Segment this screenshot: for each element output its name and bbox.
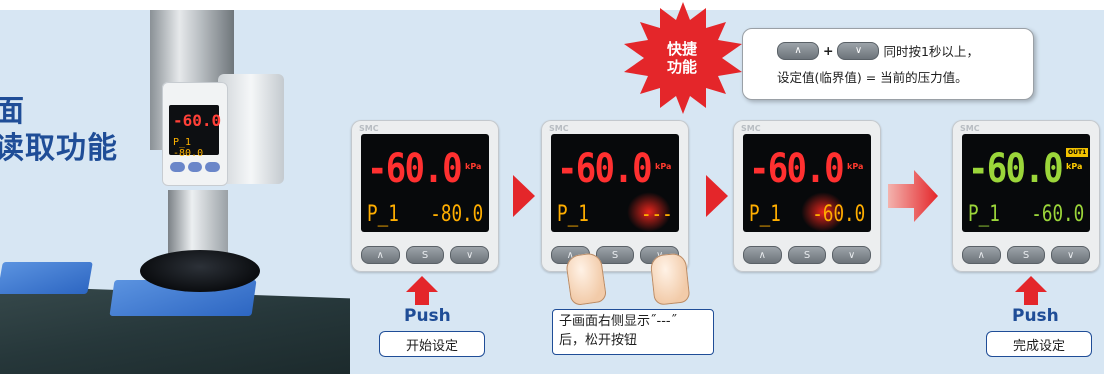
start-setting-label: 开始设定: [379, 331, 485, 357]
pressure-unit: kPa: [847, 162, 864, 171]
display-device-step1: SMC -60.0 kPa P_1 -80.0 ∧ S ∨: [351, 120, 499, 272]
suction-stem: [168, 190, 228, 260]
lcd-screen: -60.0 kPa P_1 -60.0: [743, 134, 871, 232]
up-button-icon: ∧: [777, 41, 819, 60]
set-button[interactable]: S: [405, 246, 445, 264]
sub-screen-value: -60.0: [1031, 202, 1084, 227]
step-arrow-2: [706, 175, 728, 217]
start-setting-text: 开始设定: [405, 338, 458, 354]
shortcut-desc-line2: 设定值(临界值) = 当前的压力值。: [777, 70, 968, 85]
feature-title-line2: 读取功能: [0, 131, 118, 166]
brand-logo: SMC: [741, 124, 761, 133]
blink-glow: [801, 192, 845, 232]
push-arrow-icon: [406, 276, 438, 292]
up-button[interactable]: ∧: [743, 246, 782, 264]
main-pressure-value: -60.0: [749, 146, 845, 192]
shortcut-badge: 快捷 功能: [652, 40, 712, 76]
output-indicator-badge: OUT1: [1066, 148, 1089, 157]
down-button[interactable]: ∨: [1051, 246, 1091, 264]
display-device-step3: SMC -60.0 kPa P_1 -60.0 ∧ S ∨: [733, 120, 881, 272]
device-buttons: ∧ S ∨: [743, 246, 872, 264]
sub-screen-value: ---: [641, 202, 673, 227]
main-pressure-value: -60.0: [557, 146, 653, 192]
shortcut-badge-line2: 功能: [666, 58, 697, 76]
finger-press-down-icon: [649, 252, 691, 306]
display-device-step4: SMC -60.0 OUT1 kPa P_1 -60.0 ∧ S ∨: [952, 120, 1100, 272]
result-arrow-icon: [888, 170, 938, 222]
shortcut-desc-line1: 同时按1秒以上，: [883, 44, 979, 59]
brand-logo: SMC: [549, 124, 569, 133]
main-pressure-value: -60.0: [367, 146, 463, 192]
main-pressure-value: -60.0: [968, 146, 1064, 192]
display-device-step2: SMC -60.0 kPa P_1 --- ∧ S ∨: [541, 120, 689, 272]
plus-sign: +: [823, 43, 834, 58]
pressure-unit: kPa: [655, 162, 672, 171]
sub-screen-label: P_1: [557, 202, 589, 227]
push-arrow-icon: [1015, 276, 1047, 292]
blink-glow: [627, 192, 671, 232]
suction-cup: [140, 250, 260, 292]
sub-screen-label: P_1: [367, 202, 399, 227]
finish-setting-text: 完成设定: [1012, 338, 1065, 354]
lcd-screen: -60.0 OUT1 kPa P_1 -60.0: [962, 134, 1090, 232]
shortcut-burst-icon: [624, 2, 742, 114]
sensor-mini-buttons: [170, 162, 221, 172]
device-buttons: ∧ S ∨: [962, 246, 1091, 264]
mini-main-value: -60.0: [173, 111, 222, 130]
mini-sub-value: P_1 -80.0: [173, 137, 204, 159]
shortcut-instruction-row: ∧ + ∨ 同时按1秒以上，: [777, 41, 979, 60]
release-note-line2: 后，松开按钮: [559, 333, 638, 348]
sensor-mini-screen: -60.0 P_1 -80.0: [169, 105, 222, 159]
shortcut-callout: ∧ + ∨ 同时按1秒以上， 设定值(临界值) = 当前的压力值。: [742, 28, 1034, 100]
push-arrow-stem: [1024, 291, 1038, 305]
brand-logo: SMC: [359, 124, 379, 133]
shortcut-badge-line1: 快捷: [666, 40, 697, 58]
up-button[interactable]: ∧: [361, 246, 400, 264]
pressure-unit: kPa: [1066, 162, 1083, 171]
set-button[interactable]: S: [1006, 246, 1046, 264]
push-label-start: Push: [404, 306, 451, 326]
up-button[interactable]: ∧: [962, 246, 1001, 264]
finish-setting-label: 完成设定: [986, 331, 1092, 357]
lcd-screen: -60.0 kPa P_1 -80.0: [361, 134, 489, 232]
device-buttons: ∧ S ∨: [361, 246, 490, 264]
down-button-icon: ∨: [837, 41, 880, 60]
push-label-finish: Push: [1012, 306, 1059, 326]
sub-screen-label: P_1: [968, 202, 1000, 227]
workpiece-block: [0, 262, 93, 294]
push-arrow-stem: [415, 291, 429, 305]
step-arrow-1: [513, 175, 535, 217]
down-button[interactable]: ∨: [832, 246, 872, 264]
sub-screen-label: P_1: [749, 202, 781, 227]
set-button[interactable]: S: [787, 246, 827, 264]
sub-screen-value: -60.0: [812, 202, 865, 227]
pressure-sensor-body: [218, 74, 284, 184]
release-note-line1: 子画面右侧显示˝---˝: [559, 314, 678, 329]
lcd-screen: -60.0 kPa P_1 ---: [551, 134, 679, 232]
brand-logo: SMC: [960, 124, 980, 133]
sub-screen-value: -80.0: [430, 202, 483, 227]
down-button[interactable]: ∨: [450, 246, 490, 264]
feature-title-line1: 面: [0, 94, 25, 129]
release-note-box: 子画面右侧显示˝---˝ 后，松开按钮: [552, 309, 714, 355]
pressure-unit: kPa: [465, 162, 482, 171]
set-button[interactable]: S: [595, 246, 635, 264]
